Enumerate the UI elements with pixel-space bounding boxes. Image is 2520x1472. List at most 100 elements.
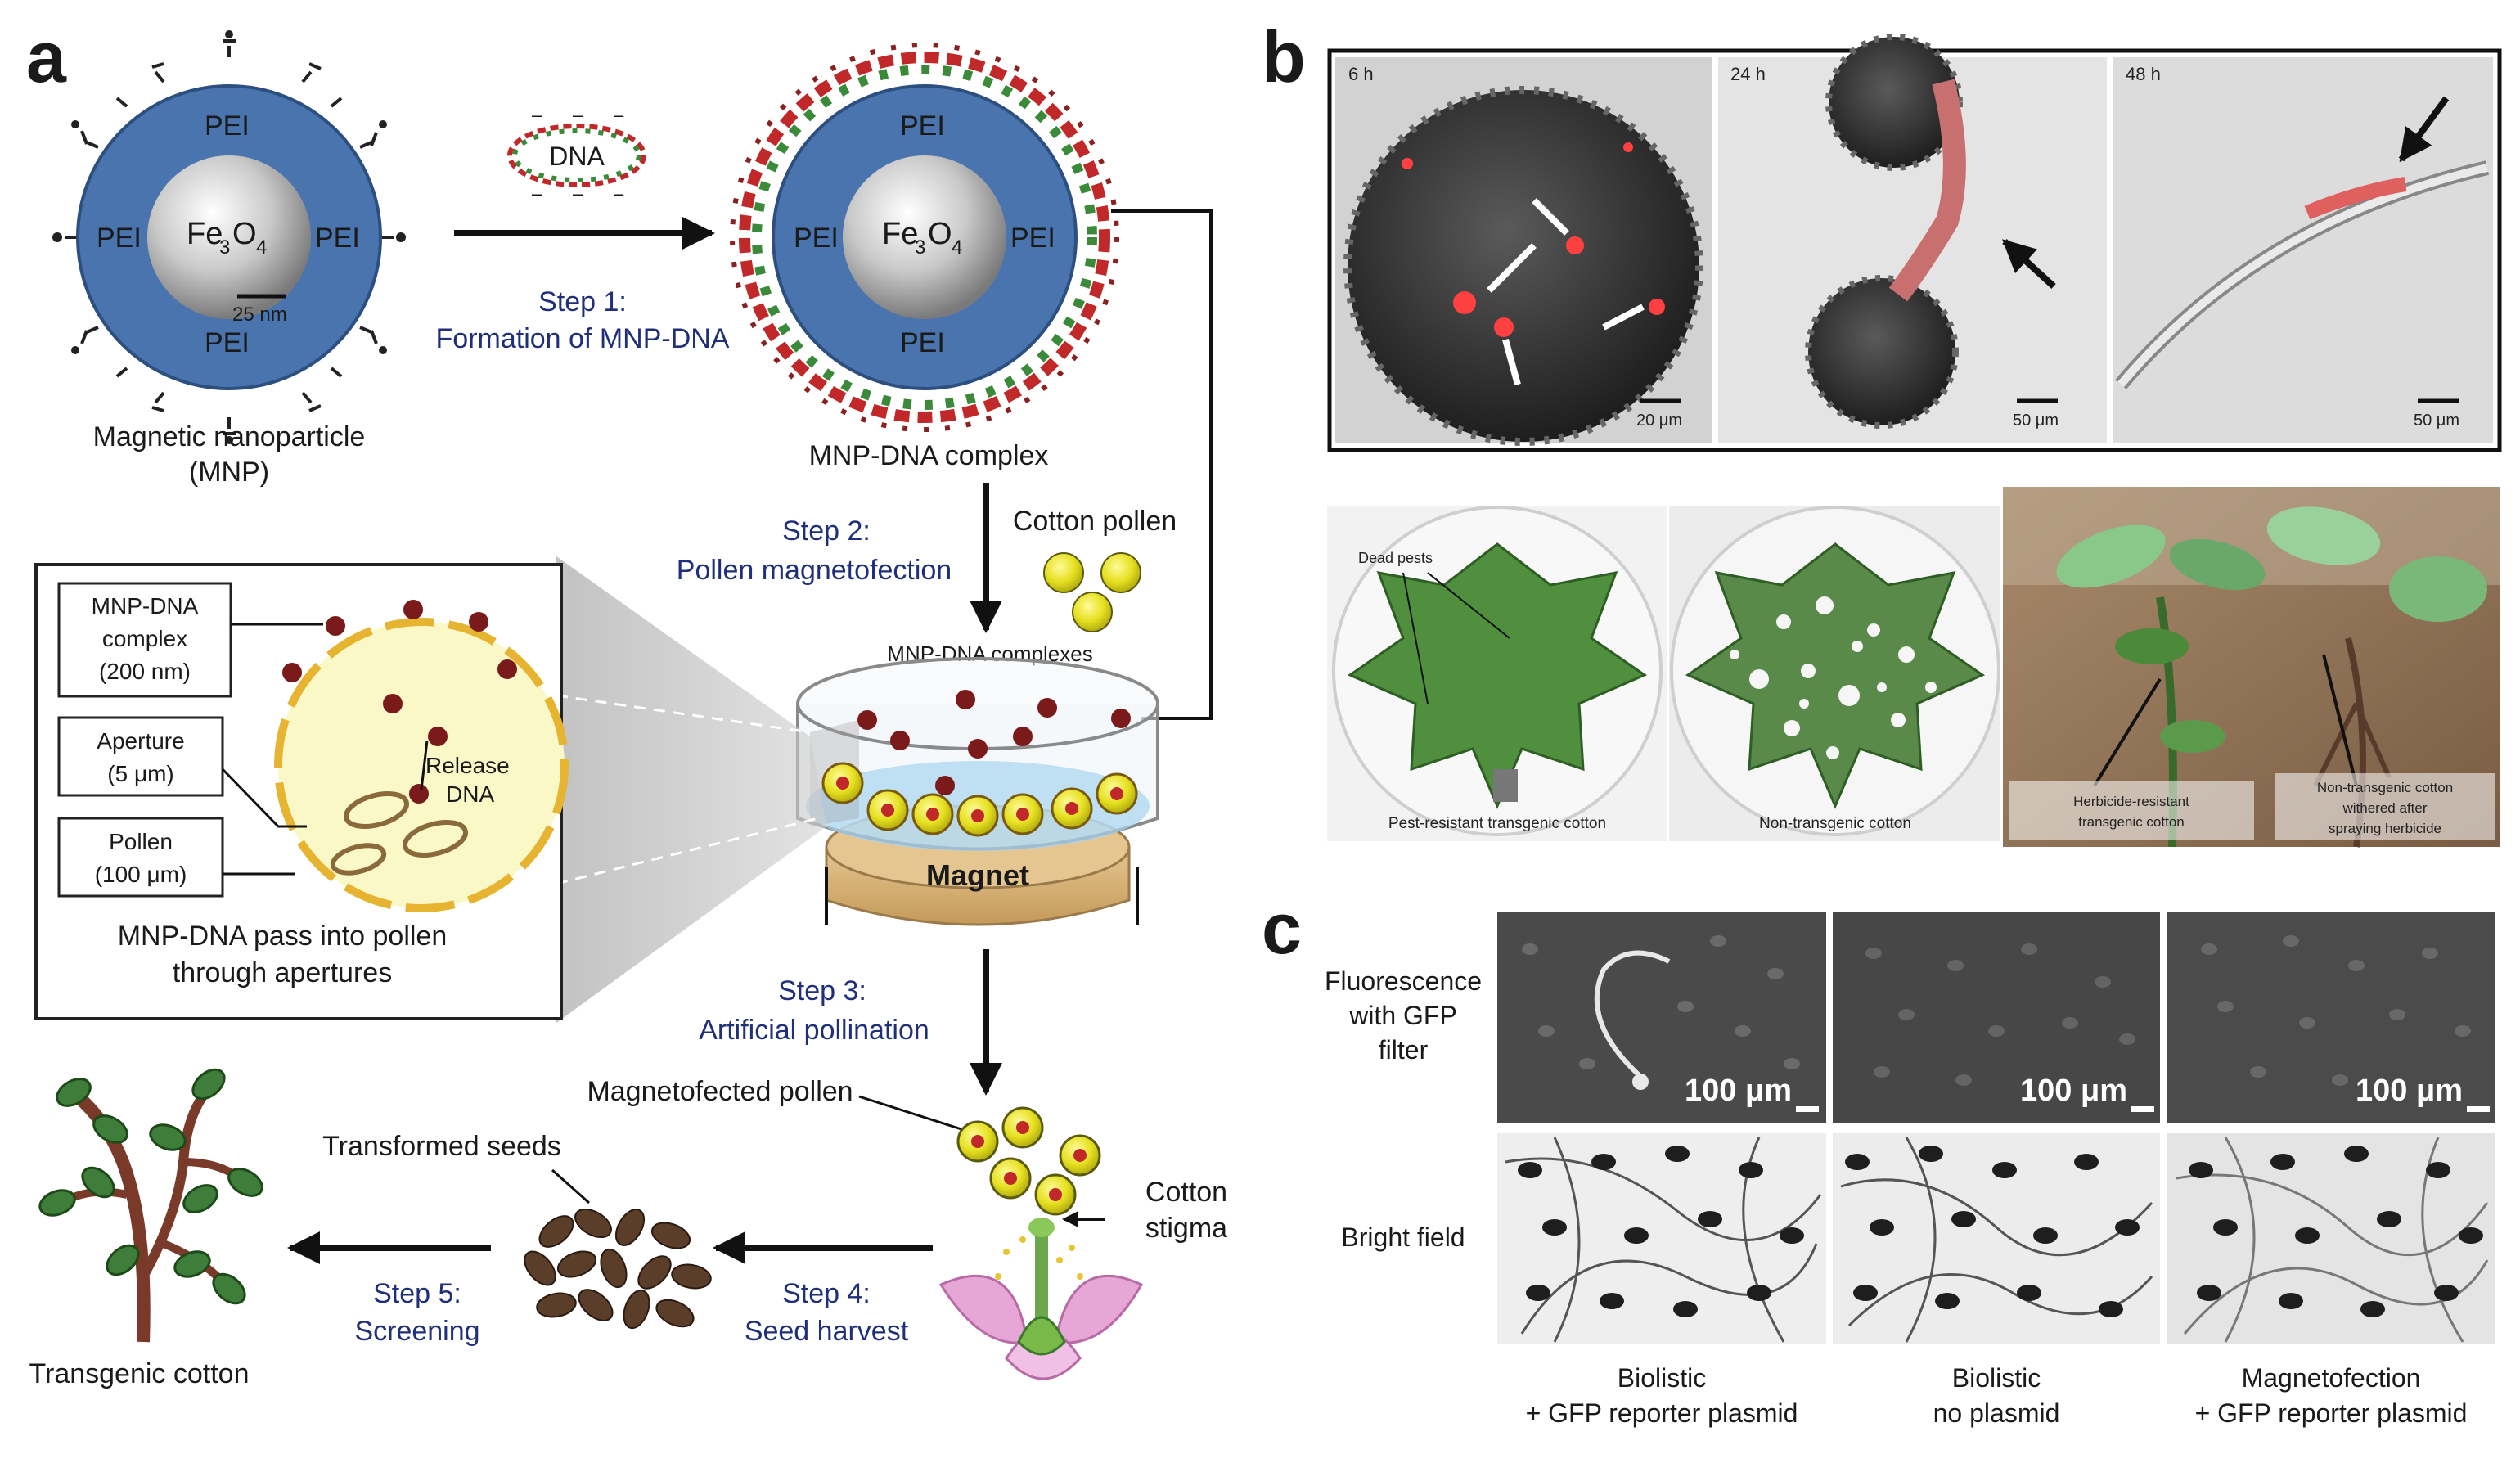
col1-line1: Biolistic [1618, 1363, 1706, 1393]
withered-line1: Non-transgenic cotton [2317, 780, 2453, 795]
mnp-label-line1: Magnetic nanoparticle [93, 421, 366, 452]
complex-sub3: 3 [915, 236, 925, 259]
time-24h: 24 h [1730, 64, 1766, 84]
zoom-box: Release DNA MNP-DNA complex (200 nm) Ape… [34, 563, 569, 1020]
magnet-label: Magnet [926, 858, 1029, 892]
dead-pests-label: Dead pests [1358, 550, 1433, 566]
pest-resistant-label: Pest-resistant transgenic cotton [1388, 815, 1606, 832]
scale-48h: 50 μm [2414, 412, 2459, 430]
scale-c2: 100 μm [2020, 1074, 2127, 1108]
svg-text:–: – [532, 105, 542, 125]
complex-pei-bottom: PEI [900, 327, 945, 358]
magnetic-nanoparticle-icon: PEI PEI PEI PEI Fe 3 O 4 25 nm [52, 30, 406, 444]
panel-b-label: b [1262, 16, 1306, 97]
cotton-plant-icon [38, 1068, 263, 1343]
scale-c1: 100 μm [1685, 1074, 1792, 1108]
callout-complex-line1: MNP-DNA [92, 593, 199, 619]
scale-c3: 100 μm [2356, 1074, 2463, 1108]
fe3o4-o: O [232, 217, 257, 251]
step2-text: Pollen magnetofection [677, 555, 952, 586]
col2-line1: Biolistic [1952, 1363, 2041, 1393]
step5-text: Screening [354, 1316, 479, 1347]
transformed-seeds-label: Transformed seeds [322, 1131, 561, 1162]
svg-text:–: – [532, 183, 542, 204]
release-line1: Release [425, 753, 510, 778]
herbicide-resistant-line1: Herbicide-resistant [2073, 794, 2189, 809]
svg-text:–: – [573, 183, 583, 204]
row-fluorescence-line1: Fluorescence [1325, 966, 1482, 996]
panel-c-label: c [1262, 888, 1302, 969]
complex-pei-left: PEI [794, 223, 839, 254]
release-line2: DNA [446, 781, 494, 807]
scale-24h: 50 μm [2013, 412, 2059, 430]
callout-aperture-line1: Aperture [97, 728, 184, 754]
transgenic-cotton-label: Transgenic cotton [29, 1358, 250, 1389]
withered-line2: withered after [2342, 800, 2428, 816]
svg-text:–: – [573, 105, 583, 125]
complex-label: MNP-DNA complex [809, 440, 1049, 471]
step2-title: Step 2: [782, 515, 871, 547]
pass-line2: through apertures [173, 957, 392, 988]
scale-25nm: 25 nm [232, 304, 287, 326]
panel-a-label: a [26, 16, 67, 97]
pei-label-bottom: PEI [205, 327, 250, 358]
time-6h: 6 h [1348, 64, 1374, 84]
step5-title: Step 5: [373, 1278, 461, 1309]
callout-complex-line2: complex [102, 626, 187, 651]
step3-title: Step 3: [778, 975, 866, 1006]
complex-sub4: 4 [952, 236, 962, 259]
col3-line1: Magnetofection [2242, 1363, 2421, 1393]
fluorescence-image-1: 100 μm [1497, 912, 1826, 1123]
complex-connector [1111, 209, 1213, 720]
callout-pollen-line2: (100 μm) [95, 862, 187, 887]
brightfield-image-3 [2167, 1133, 2495, 1344]
brightfield-image-1 [1497, 1133, 1826, 1344]
cotton-flower-icon [938, 1106, 1144, 1380]
zoom-projection [556, 556, 826, 1023]
mnp-label-line2: (MNP) [189, 457, 269, 488]
non-transgenic-label: Non-transgenic cotton [1759, 815, 1911, 832]
dna-plasmid-icon: DNA – – – – – – [507, 105, 646, 204]
non-transgenic-leaf-photo: Non-transgenic cotton [1669, 506, 2000, 841]
petri-dish-magnet-icon: Magnet [796, 657, 1159, 926]
complex-pei-top: PEI [900, 110, 945, 142]
step4-title: Step 4: [782, 1278, 871, 1309]
pass-line1: MNP-DNA pass into pollen [118, 921, 448, 952]
pei-label-left: PEI [97, 223, 142, 254]
cotton-pollen-label: Cotton pollen [1013, 506, 1177, 537]
cotton-stigma-line2: stigma [1145, 1213, 1227, 1244]
complex-fe: Fe [882, 217, 918, 251]
cotton-pollen-icon [1043, 552, 1141, 632]
field-photo: Herbicide-resistant transgenic cotton No… [2003, 487, 2500, 848]
fe3o4-sub4: 4 [256, 236, 267, 259]
fluorescence-image-3: 100 μm [2167, 912, 2495, 1123]
brightfield-image-2 [1833, 1133, 2160, 1344]
step1-title: Step 1: [538, 286, 627, 317]
microscopy-48h: 48 h 50 μm [2113, 57, 2493, 443]
scale-6h: 20 μm [1636, 412, 1682, 430]
pei-label-top: PEI [205, 110, 250, 142]
step1-text: Formation of MNP-DNA [436, 323, 730, 354]
fluorescence-image-2: 100 μm [1833, 912, 2160, 1123]
microscopy-24h: 24 h 50 μm [1718, 34, 2107, 443]
fe3o4-fe: Fe [187, 217, 223, 251]
col2-line2: no plasmid [1933, 1398, 2060, 1428]
time-48h: 48 h [2126, 64, 2161, 84]
pei-label-right: PEI [315, 223, 360, 254]
seeds-icon [524, 1208, 712, 1330]
col3-line2: + GFP reporter plasmid [2195, 1398, 2468, 1428]
row-fluorescence-line3: filter [1379, 1035, 1429, 1065]
cotton-stigma-line1: Cotton [1145, 1177, 1227, 1208]
microscopy-6h: 6 h 20 μm [1335, 57, 1712, 446]
mnp-dna-complex-icon: PEI PEI PEI PEI Fe 3 O 4 [730, 43, 1119, 432]
step4-text: Seed harvest [745, 1316, 909, 1347]
callout-pollen-line1: Pollen [109, 829, 173, 854]
svg-text:–: – [614, 105, 624, 125]
row-brightfield: Bright field [1341, 1222, 1465, 1252]
herbicide-resistant-line2: transgenic cotton [2078, 814, 2184, 830]
complex-o: O [928, 217, 952, 251]
callout-aperture-line2: (5 μm) [107, 761, 173, 786]
row-fluorescence-line2: with GFP [1348, 1001, 1457, 1030]
magnetofected-pollen-label: Magnetofected pollen [587, 1076, 853, 1107]
